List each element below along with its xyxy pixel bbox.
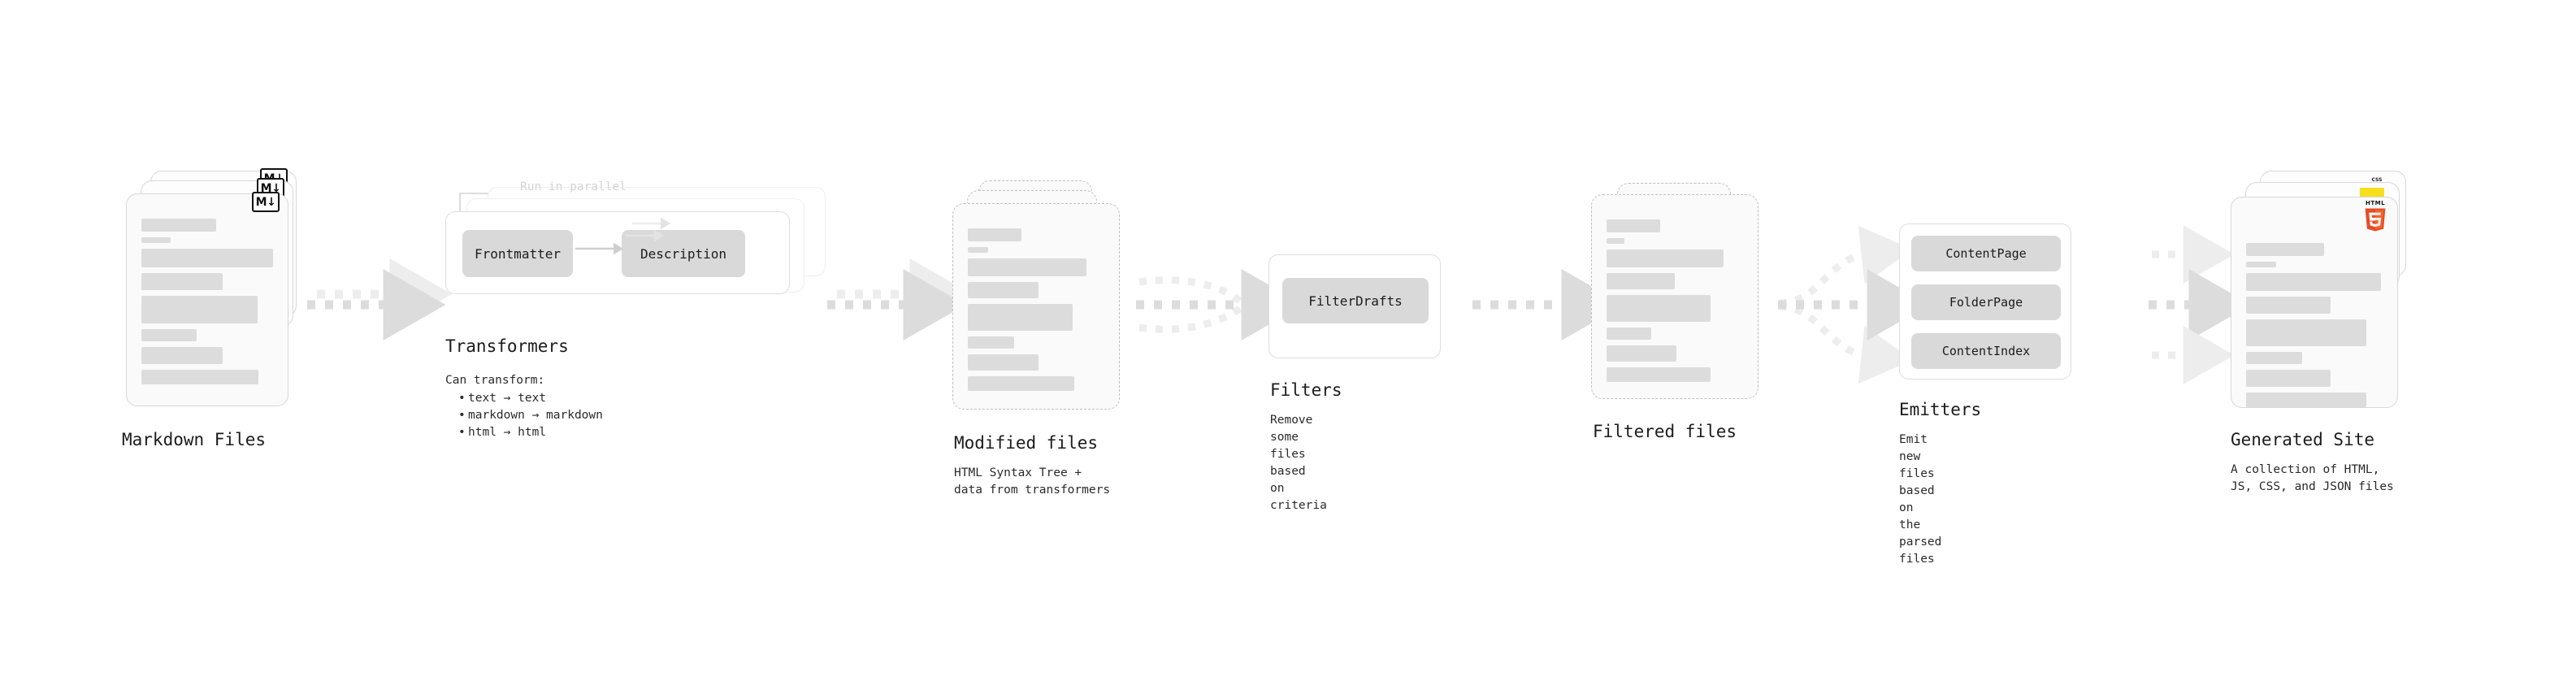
transformer-panel-stack: Frontmatter Description Frontmatter Desc…: [445, 187, 868, 325]
skeleton-bar: [968, 376, 1075, 391]
skeleton-bar: [141, 329, 197, 341]
arrow-filtered-to-emitters: [1778, 225, 1930, 384]
generated-site-stack: CSS HTML: [2231, 171, 2434, 439]
markdown-files-title: Markdown Files: [122, 430, 267, 449]
skeleton-bar: [968, 247, 989, 253]
markdown-card-front: M↓: [126, 192, 288, 406]
generated-site-title: Generated Site: [2231, 430, 2375, 449]
transformers-title: Transformers: [445, 336, 569, 356]
run-in-parallel-label: Run in parallel: [520, 180, 627, 193]
modified-card-front: [952, 203, 1120, 410]
skeleton-bar: [141, 296, 258, 323]
skeleton-bar: [2246, 352, 2302, 364]
filtered-file-stack: [1591, 183, 1778, 435]
skeleton-bar: [141, 273, 223, 290]
document-skeleton: [2246, 243, 2383, 407]
stage-filtered-files: Filtered files: [1591, 183, 1778, 441]
skeleton-bar: [1607, 345, 1676, 362]
skeleton-bar: [2246, 297, 2331, 314]
skeleton-bar: [141, 347, 223, 364]
emitters-panel: ContentPage FolderPage ContentIndex: [1899, 223, 2071, 380]
html5-icon: HTML: [2361, 201, 2389, 233]
skeleton-bar: [1607, 219, 1660, 232]
transformers-capability-list: text → text markdown → markdown html → h…: [457, 390, 603, 441]
skeleton-bar: [141, 249, 273, 267]
pill-frontmatter[interactable]: Frontmatter: [462, 230, 573, 277]
document-skeleton: [1607, 219, 1743, 382]
arrow-emitters-to-site: [2149, 225, 2252, 384]
modified-files-subtitle: HTML Syntax Tree + data from transformer…: [954, 466, 1111, 497]
skeleton-bar: [968, 304, 1073, 331]
filters-panel: FilterDrafts: [1268, 254, 1441, 358]
markdown-icon: M↓: [252, 192, 280, 212]
skeleton-bar: [141, 370, 259, 384]
transformers-subtitle-intro: Can transform:: [445, 374, 545, 387]
arrow-markdown-to-transformers: [307, 258, 453, 340]
generated-site-subtitle: A collection of HTML, JS, CSS, and JSON …: [2231, 463, 2394, 494]
skeleton-bar: [2246, 243, 2324, 256]
pill-description[interactable]: Description: [622, 230, 745, 277]
pill-folderpage[interactable]: FolderPage: [1911, 284, 2061, 320]
pill-contentpage[interactable]: ContentPage: [1911, 236, 2061, 271]
javascript-icon: [2360, 188, 2384, 198]
list-item: markdown → markdown: [458, 407, 603, 424]
emitters-title: Emitters: [1899, 400, 1982, 419]
document-skeleton: [141, 219, 273, 384]
stage-transformers: Frontmatter Description Frontmatter Desc…: [445, 180, 868, 441]
pill-filterdrafts[interactable]: FilterDrafts: [1282, 278, 1429, 323]
skeleton-bar: [2246, 393, 2366, 407]
skeleton-bar: [2246, 370, 2331, 387]
skeleton-bar: [968, 258, 1087, 276]
filters-title: Filters: [1270, 380, 1342, 400]
skeleton-bar: [1607, 327, 1652, 340]
skeleton-bar: [968, 336, 1015, 349]
stage-modified-files: Modified files HTML Syntax Tree + data f…: [952, 180, 1139, 497]
modified-file-stack: [952, 180, 1139, 440]
list-item: html → html: [458, 424, 603, 441]
arrow-modified-to-filters: [1136, 269, 1304, 340]
site-card-front-html: HTML: [2231, 197, 2398, 408]
filtered-card-front: [1591, 194, 1759, 399]
skeleton-bar: [1607, 238, 1624, 244]
skeleton-bar: [1607, 249, 1724, 267]
list-item: text → text: [458, 390, 603, 407]
skeleton-bar: [2246, 273, 2382, 291]
pill-contentindex[interactable]: ContentIndex: [1911, 333, 2061, 369]
filters-subtitle: Remove some files based on criteria: [1270, 414, 1327, 513]
modified-files-title: Modified files: [954, 433, 1099, 453]
stage-generated-site: CSS HTML: [2231, 171, 2434, 493]
skeleton-bar: [1607, 367, 1711, 382]
skeleton-bar: [1607, 273, 1675, 289]
filtered-files-title: Filtered files: [1593, 422, 1737, 441]
markdown-file-stack: M↓ M↓ M↓: [126, 168, 313, 439]
stage-markdown-files: M↓ M↓ M↓ Markdown Files: [122, 168, 313, 449]
emitters-subtitle: Emit new files based on the parsed files: [1899, 433, 1942, 566]
skeleton-bar: [968, 354, 1039, 371]
transformer-panel-front: Frontmatter Description: [445, 211, 790, 294]
skeleton-bar: [968, 228, 1021, 241]
skeleton-bar: [2246, 319, 2366, 346]
skeleton-bar: [141, 237, 171, 243]
skeleton-bar: [2246, 262, 2276, 267]
skeleton-bar: [968, 282, 1039, 298]
document-skeleton: [968, 228, 1104, 391]
skeleton-bar: [1607, 295, 1711, 322]
skeleton-bar: [141, 219, 217, 232]
